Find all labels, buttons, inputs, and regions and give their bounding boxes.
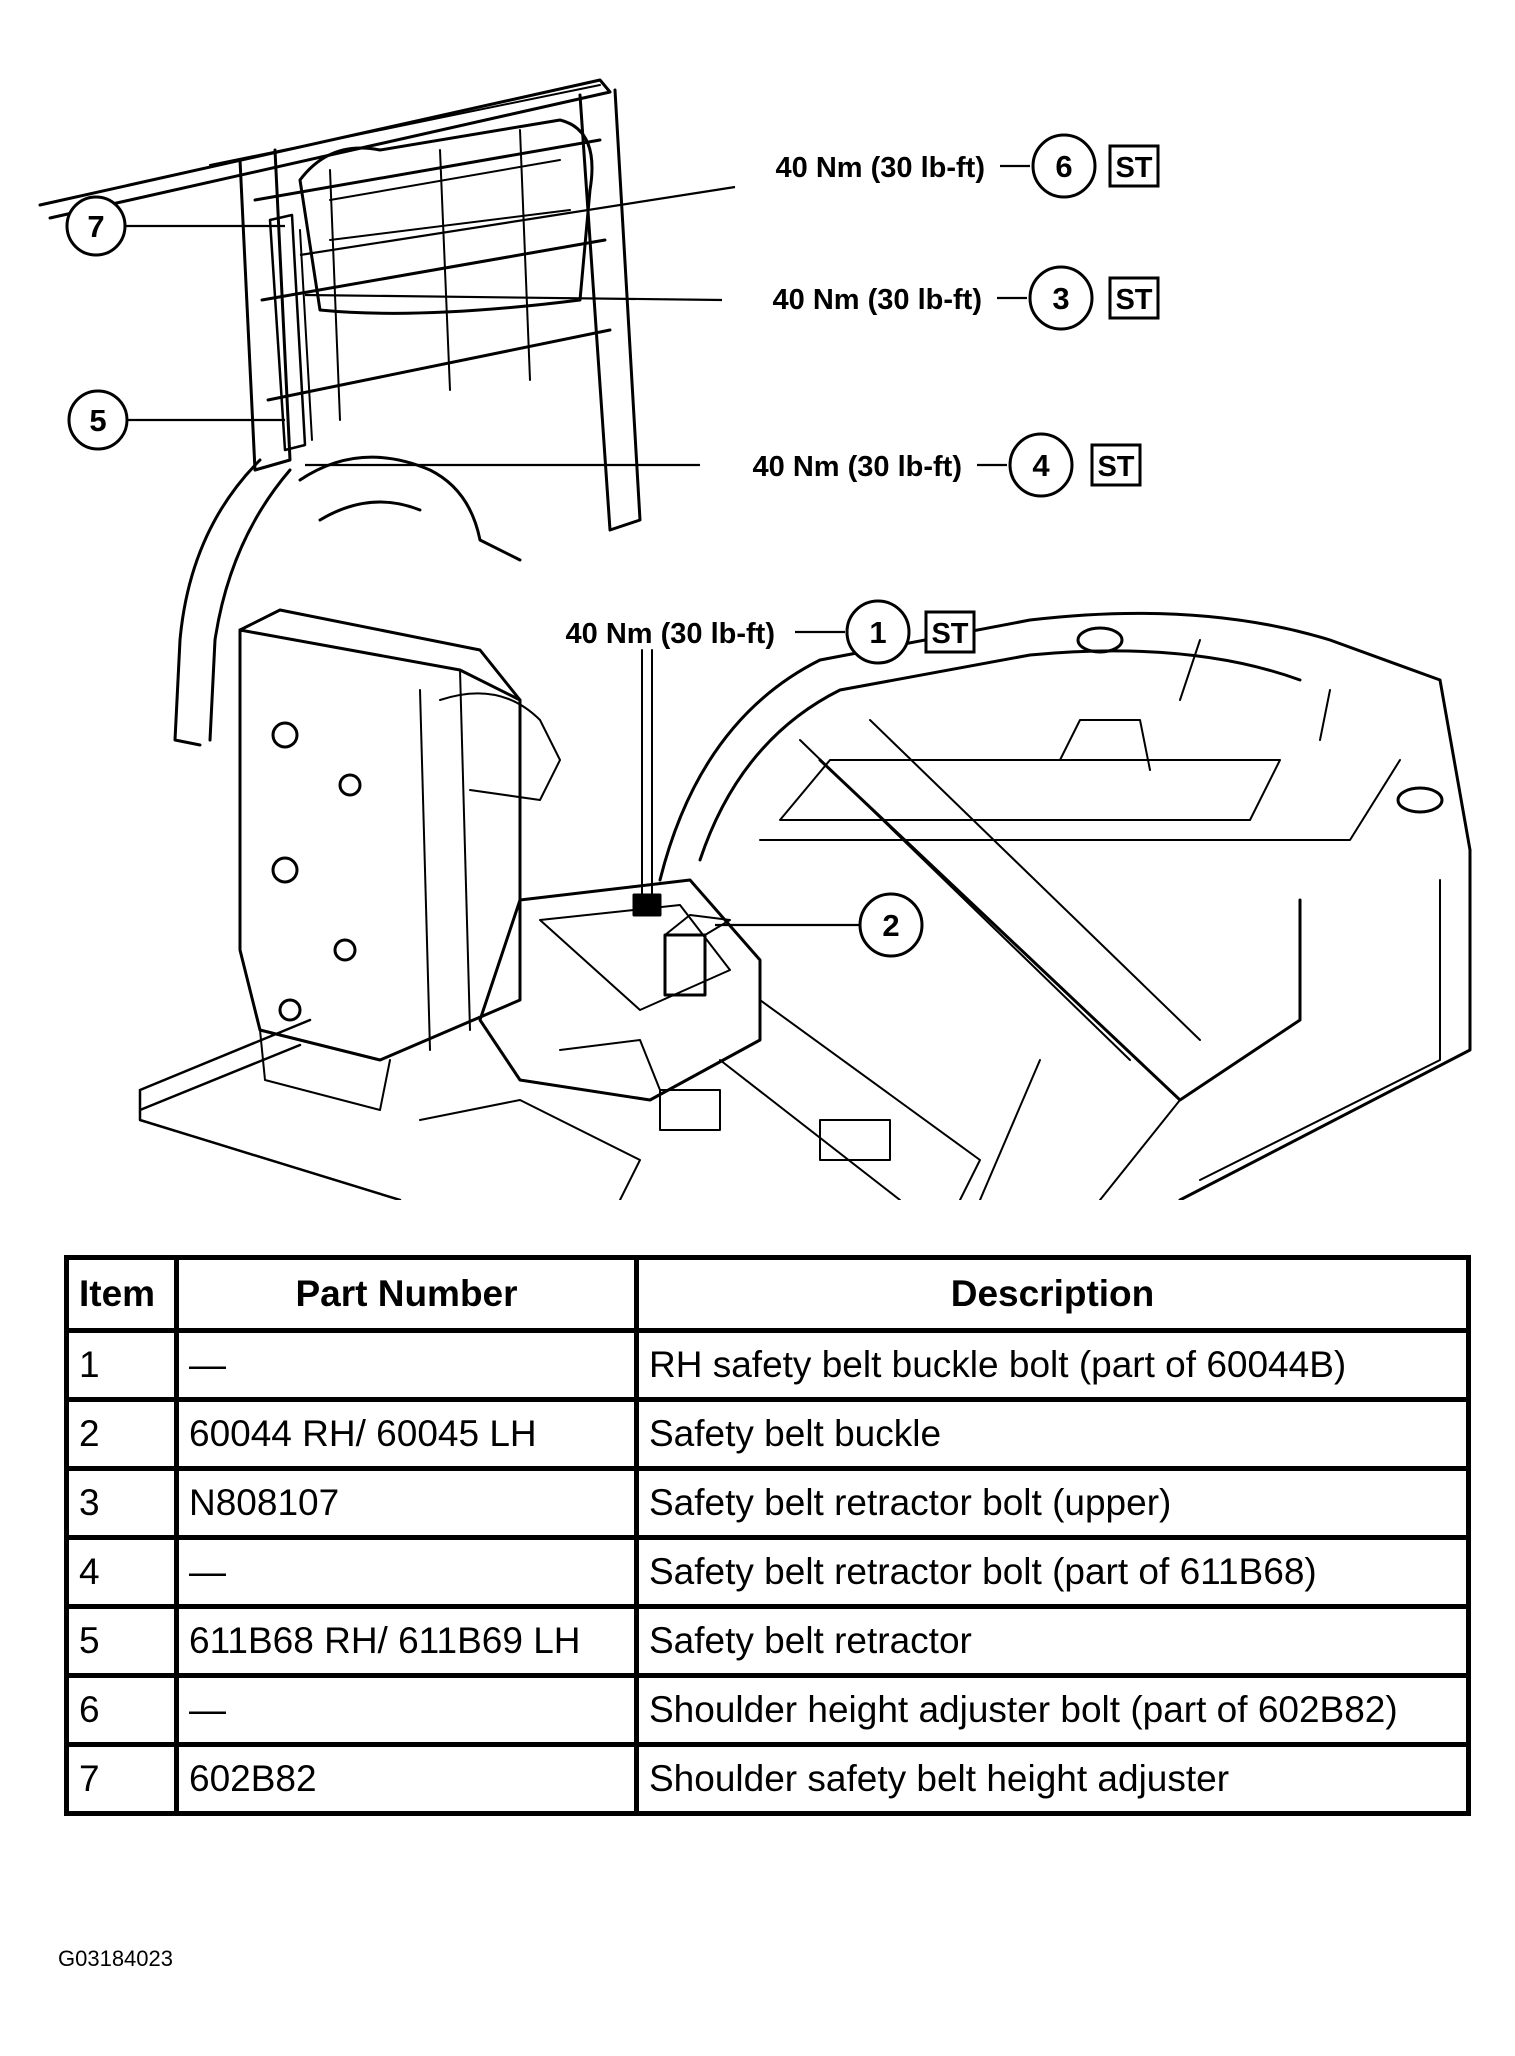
cell-part-number: N808107 [174,1465,639,1540]
cell-part-number: 602B82 [174,1741,639,1816]
cell-part-number: — [174,1534,639,1609]
cell-item: 4 [64,1534,179,1609]
cell-part-number: — [174,1327,639,1402]
table-row: 2 60044 RH/ 60045 LH Safety belt buckle [64,1396,1471,1471]
cell-description: Safety belt retractor [634,1603,1471,1678]
special-tool-tag: ST [1097,451,1134,483]
callout-1: 1 40 Nm (30 lb-ft) ST [566,599,976,665]
cell-item: 7 [64,1741,179,1816]
leader-lines [117,164,1030,927]
table-header-row: Item Part Number Description [64,1255,1471,1333]
table-row: 4 — Safety belt retractor bolt (part of … [64,1534,1471,1609]
callout-number: 4 [1032,448,1050,483]
torque-label: 40 Nm (30 lb-ft) [773,284,982,316]
cell-part-number: — [174,1672,639,1747]
table-row: 3 N808107 Safety belt retractor bolt (up… [64,1465,1471,1540]
callout-7: 7 [65,195,127,257]
cell-item: 2 [64,1396,179,1471]
cell-description: Safety belt buckle [634,1396,1471,1471]
cell-description: Shoulder height adjuster bolt (part of 6… [634,1672,1471,1747]
table-row: 6 — Shoulder height adjuster bolt (part … [64,1672,1471,1747]
special-tool-tag: ST [931,618,968,650]
cell-description: RH safety belt buckle bolt (part of 6004… [634,1327,1471,1402]
torque-label: 40 Nm (30 lb-ft) [776,152,985,184]
callout-3: 3 40 Nm (30 lb-ft) ST [773,265,1160,331]
cell-item: 3 [64,1465,179,1540]
torque-label: 40 Nm (30 lb-ft) [753,451,962,483]
vehicle-body-illustration [38,78,1472,1200]
header-part-number: Part Number [174,1255,639,1333]
cell-description: Safety belt retractor bolt (upper) [634,1465,1471,1540]
special-tool-tag: ST [1115,284,1152,316]
exploded-view-diagram: 6 40 Nm (30 lb-ft) ST 3 40 Nm (30 lb-ft)… [38,78,1472,1200]
callout-4: 4 40 Nm (30 lb-ft) ST [753,432,1142,498]
header-item: Item [64,1255,179,1333]
table-row: 1 — RH safety belt buckle bolt (part of … [64,1327,1471,1402]
callout-2: 2 [858,892,924,958]
header-description: Description [634,1255,1471,1333]
cell-item: 6 [64,1672,179,1747]
parts-table: Item Part Number Description 1 — RH safe… [64,1255,1471,1816]
cell-part-number: 60044 RH/ 60045 LH [174,1396,639,1471]
cell-item: 5 [64,1603,179,1678]
cell-part-number: 611B68 RH/ 611B69 LH [174,1603,639,1678]
cell-description: Shoulder safety belt height adjuster [634,1741,1471,1816]
table-row: 5 611B68 RH/ 611B69 LH Safety belt retra… [64,1603,1471,1678]
torque-label: 40 Nm (30 lb-ft) [566,618,775,650]
callout-number: 7 [87,209,104,244]
table-row: 7 602B82 Shoulder safety belt height adj… [64,1741,1471,1816]
figure-id: G03184023 [58,1946,173,1971]
callout-number: 3 [1052,281,1069,316]
callout-number: 1 [869,615,886,650]
callout-5: 5 [67,389,129,451]
cell-description: Safety belt retractor bolt (part of 611B… [634,1534,1471,1609]
callout-number: 6 [1055,149,1072,184]
callout-number: 5 [89,403,106,438]
cell-item: 1 [64,1327,179,1402]
special-tool-tag: ST [1115,152,1152,184]
callout-6: 6 40 Nm (30 lb-ft) ST [776,133,1160,199]
callout-number: 2 [882,908,899,943]
